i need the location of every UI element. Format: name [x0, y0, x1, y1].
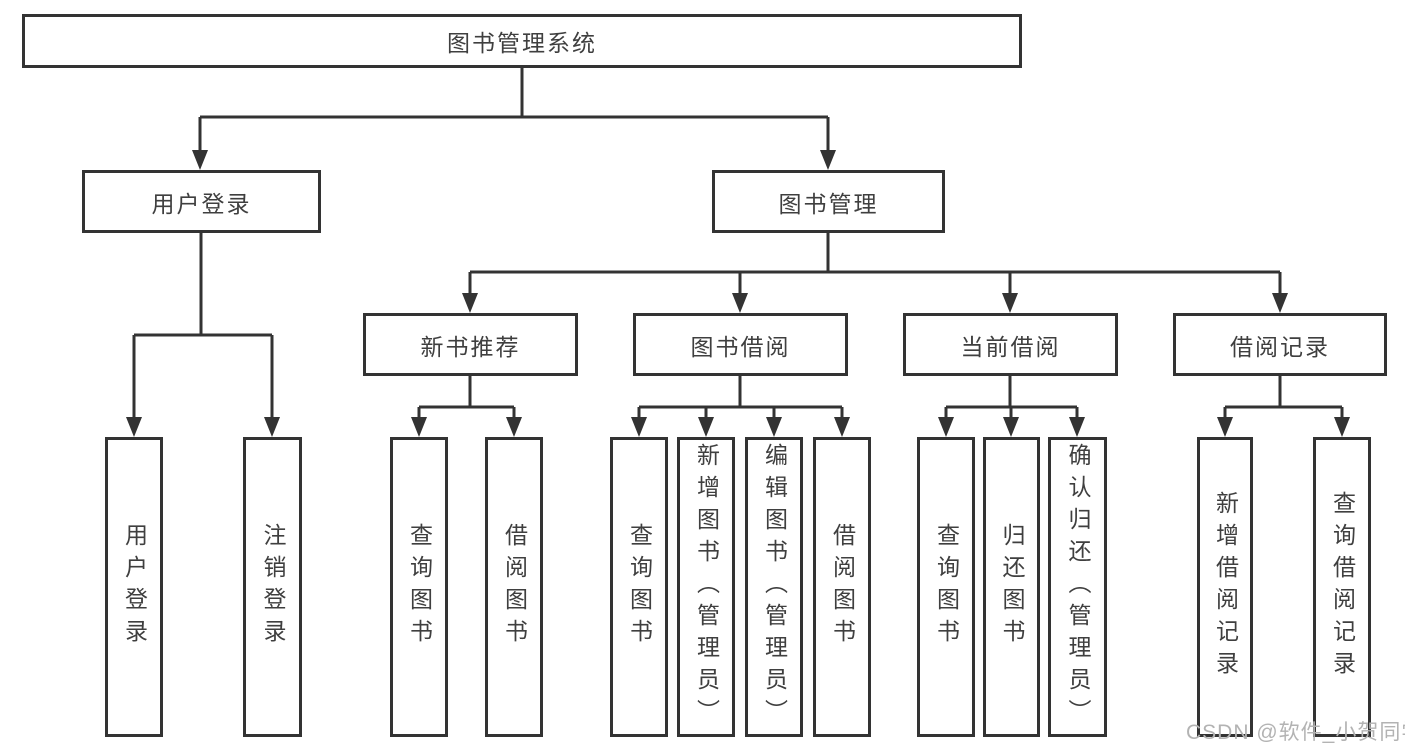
- node-add-books-admin: 新增图书（管理员）: [677, 437, 735, 737]
- node-new-book-recommendation: 新书推荐: [363, 313, 578, 376]
- node-user-login: 用户登录: [82, 170, 321, 233]
- node-query-books-recommend: 查询图书: [390, 437, 448, 737]
- node-query-borrow-record: 查询借阅记录: [1313, 437, 1371, 737]
- node-label: 当前借阅: [960, 333, 1061, 360]
- node-label: 查询借阅记录: [1329, 491, 1356, 683]
- node-borrowing-records: 借阅记录: [1173, 313, 1387, 376]
- node-confirm-return-admin: 确认归还（管理员）: [1048, 437, 1107, 737]
- node-label: 用户登录: [151, 190, 252, 217]
- node-label: 图书管理系统: [447, 30, 597, 56]
- csdn-watermark: CSDN @软件_小贺同学: [1186, 721, 1405, 744]
- node-label: 新增借阅记录: [1212, 491, 1239, 683]
- node-label: 借阅记录: [1230, 333, 1330, 360]
- node-book-management: 图书管理: [712, 170, 945, 233]
- node-label: 确认归还（管理员）: [1065, 443, 1091, 731]
- node-edit-books-admin: 编辑图书（管理员）: [745, 437, 803, 737]
- node-add-borrow-record: 新增借阅记录: [1197, 437, 1253, 737]
- node-book-borrowing: 图书借阅: [633, 313, 848, 376]
- node-label: 查询图书: [406, 523, 433, 651]
- node-query-books-borrowing: 查询图书: [610, 437, 668, 737]
- node-borrow-books-borrowing: 借阅图书: [813, 437, 871, 737]
- node-label: 归还图书: [999, 523, 1025, 651]
- node-label: 注销登录: [260, 523, 286, 651]
- node-label: 借阅图书: [829, 523, 856, 651]
- node-label: 查询图书: [626, 523, 653, 651]
- node-library-management-system: 图书管理系统: [22, 14, 1022, 68]
- node-label: 图书借阅: [690, 333, 791, 360]
- node-logout: 注销登录: [243, 437, 302, 737]
- node-label: 新增图书（管理员）: [693, 443, 720, 731]
- node-user-login-leaf: 用户登录: [105, 437, 163, 737]
- node-label: 编辑图书（管理员）: [761, 443, 788, 731]
- node-label: 查询图书: [933, 523, 960, 651]
- node-label: 用户登录: [121, 523, 148, 651]
- node-return-books: 归还图书: [983, 437, 1040, 737]
- node-borrow-books-recommend: 借阅图书: [485, 437, 543, 737]
- node-query-books-current: 查询图书: [917, 437, 975, 737]
- node-label: 新书推荐: [420, 333, 521, 360]
- node-label: 图书管理: [778, 190, 879, 217]
- node-current-borrowing: 当前借阅: [903, 313, 1118, 376]
- node-label: 借阅图书: [501, 523, 528, 651]
